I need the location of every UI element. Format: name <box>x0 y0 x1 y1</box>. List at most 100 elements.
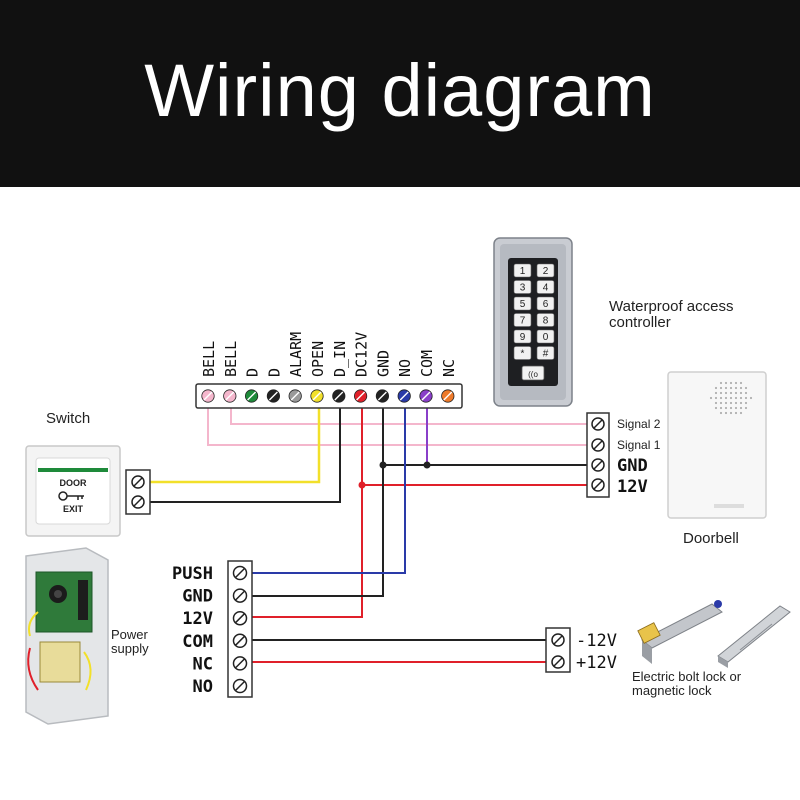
controller-terminal-label: BELL <box>222 341 240 377</box>
controller-terminal-d <box>245 389 259 403</box>
controller-terminal-label: D <box>265 368 283 377</box>
keypad-key: 9 <box>513 329 532 344</box>
controller-terminal-label: D_IN <box>331 341 349 377</box>
controller-terminal-label: BELL <box>200 341 218 377</box>
diagram-title: Wiring diagram <box>144 49 656 132</box>
controller-terminal-d <box>266 389 280 403</box>
power-label-line2: supply <box>111 641 149 656</box>
keypad-key: 3 <box>513 280 532 294</box>
controller-terminal-bell <box>223 389 237 403</box>
controller-terminal-no <box>397 389 411 403</box>
svg-text:1: 1 <box>520 266 526 277</box>
screw-terminal <box>551 633 565 647</box>
doorbell-unit <box>667 371 767 519</box>
svg-text:*: * <box>521 349 525 360</box>
wire-bell-signal1 <box>207 405 597 446</box>
keypad-key: 8 <box>536 313 555 327</box>
wire-open-switch <box>140 405 321 484</box>
power-terminal-label: 12V <box>182 609 213 629</box>
keypad-key: 7 <box>513 313 532 327</box>
junction-dot <box>358 481 366 489</box>
svg-text:((o: ((o <box>528 370 538 379</box>
switch-label: Switch <box>46 410 90 427</box>
screw-terminal <box>591 478 605 492</box>
keypad-key: 2 <box>536 263 555 278</box>
controller-terminal-label: DC12V <box>353 332 371 377</box>
controller-terminal-d-in <box>332 389 346 403</box>
controller-terminal-label: ALARM <box>287 332 305 377</box>
controller-terminal-dc12v <box>353 389 368 403</box>
electric-bolt-lock <box>637 600 723 664</box>
svg-text:7: 7 <box>520 316 526 327</box>
lock-label-line1: Electric bolt lock or <box>632 669 742 684</box>
switch-door-text: DOOR <box>60 478 88 488</box>
keypad-card-key <box>521 365 545 381</box>
power-terminal-12v <box>232 610 248 626</box>
lock-label-line2: magnetic lock <box>632 683 712 698</box>
controller-terminal-label: NO <box>396 359 414 377</box>
power-terminal-label: COM <box>182 632 213 652</box>
keypad-key: * <box>513 346 532 360</box>
wire-no-push <box>240 405 406 574</box>
svg-text:3: 3 <box>520 283 526 294</box>
controller-terminal-label: OPEN <box>309 341 327 377</box>
lock-terminal-block <box>545 627 571 673</box>
magnetic-lock <box>717 605 791 668</box>
junction-dot <box>379 461 387 469</box>
controller-terminal-nc <box>441 389 455 403</box>
switch-exit-text: EXIT <box>63 504 84 514</box>
power-terminal-label: GND <box>182 587 213 607</box>
controller-label-line2: controller <box>609 314 671 331</box>
exit-switch: DOOR EXIT <box>25 445 121 537</box>
wire-dc12v-supply <box>240 405 363 618</box>
lock-plus-label: +12V <box>576 653 617 673</box>
power-terminal-nc <box>232 656 248 671</box>
screw-terminal <box>131 475 145 489</box>
screw-terminal <box>591 438 605 452</box>
title-banner: Wiring diagram <box>0 0 800 187</box>
keypad-key: # <box>536 346 555 360</box>
signal1-label: Signal 1 <box>617 438 661 452</box>
power-label-line1: Power <box>111 627 149 642</box>
power-terminal-block <box>227 560 253 698</box>
controller-terminal-label: NC <box>440 359 458 377</box>
screw-terminal <box>591 417 605 431</box>
wire-gnd-supply <box>240 405 384 597</box>
power-terminal-no <box>232 678 248 694</box>
power-terminal-push <box>232 565 248 581</box>
wires <box>140 405 597 663</box>
power-terminal-gnd <box>232 588 248 603</box>
controller-terminal-gnd <box>375 389 389 403</box>
doorbell-12v-label: 12V <box>617 477 648 497</box>
wire-switch-return <box>140 405 341 503</box>
doorbell-label: Doorbell <box>683 530 739 547</box>
controller-label-line1: Waterproof access <box>609 298 734 315</box>
doorbell-terminal-block <box>586 412 610 498</box>
doorbell-gnd-label: GND <box>617 456 648 476</box>
svg-text:9: 9 <box>520 332 526 343</box>
keypad-key: 4 <box>536 280 555 294</box>
controller-terminal-label: GND <box>374 350 392 377</box>
controller-terminal-label: COM <box>418 350 436 377</box>
key-icon <box>58 491 84 501</box>
power-supply-unit <box>25 547 109 725</box>
svg-text:2: 2 <box>543 266 549 277</box>
lock-minus-label: -12V <box>576 631 617 651</box>
power-terminal-label: NO <box>193 677 213 697</box>
svg-text:4: 4 <box>543 283 549 294</box>
svg-text:#: # <box>543 349 549 360</box>
controller-terminal-open <box>310 389 324 403</box>
screw-terminal <box>591 458 605 472</box>
switch-terminal-block <box>125 469 151 515</box>
power-terminal-label: NC <box>193 654 213 674</box>
controller-terminal-com <box>419 389 433 403</box>
keypad-key: 6 <box>536 296 555 311</box>
svg-text:8: 8 <box>543 316 549 327</box>
keypad-key: 1 <box>513 263 532 278</box>
controller-terminal-bell <box>201 389 215 403</box>
keypad-key: 0 <box>536 329 555 344</box>
svg-text:0: 0 <box>543 332 549 343</box>
